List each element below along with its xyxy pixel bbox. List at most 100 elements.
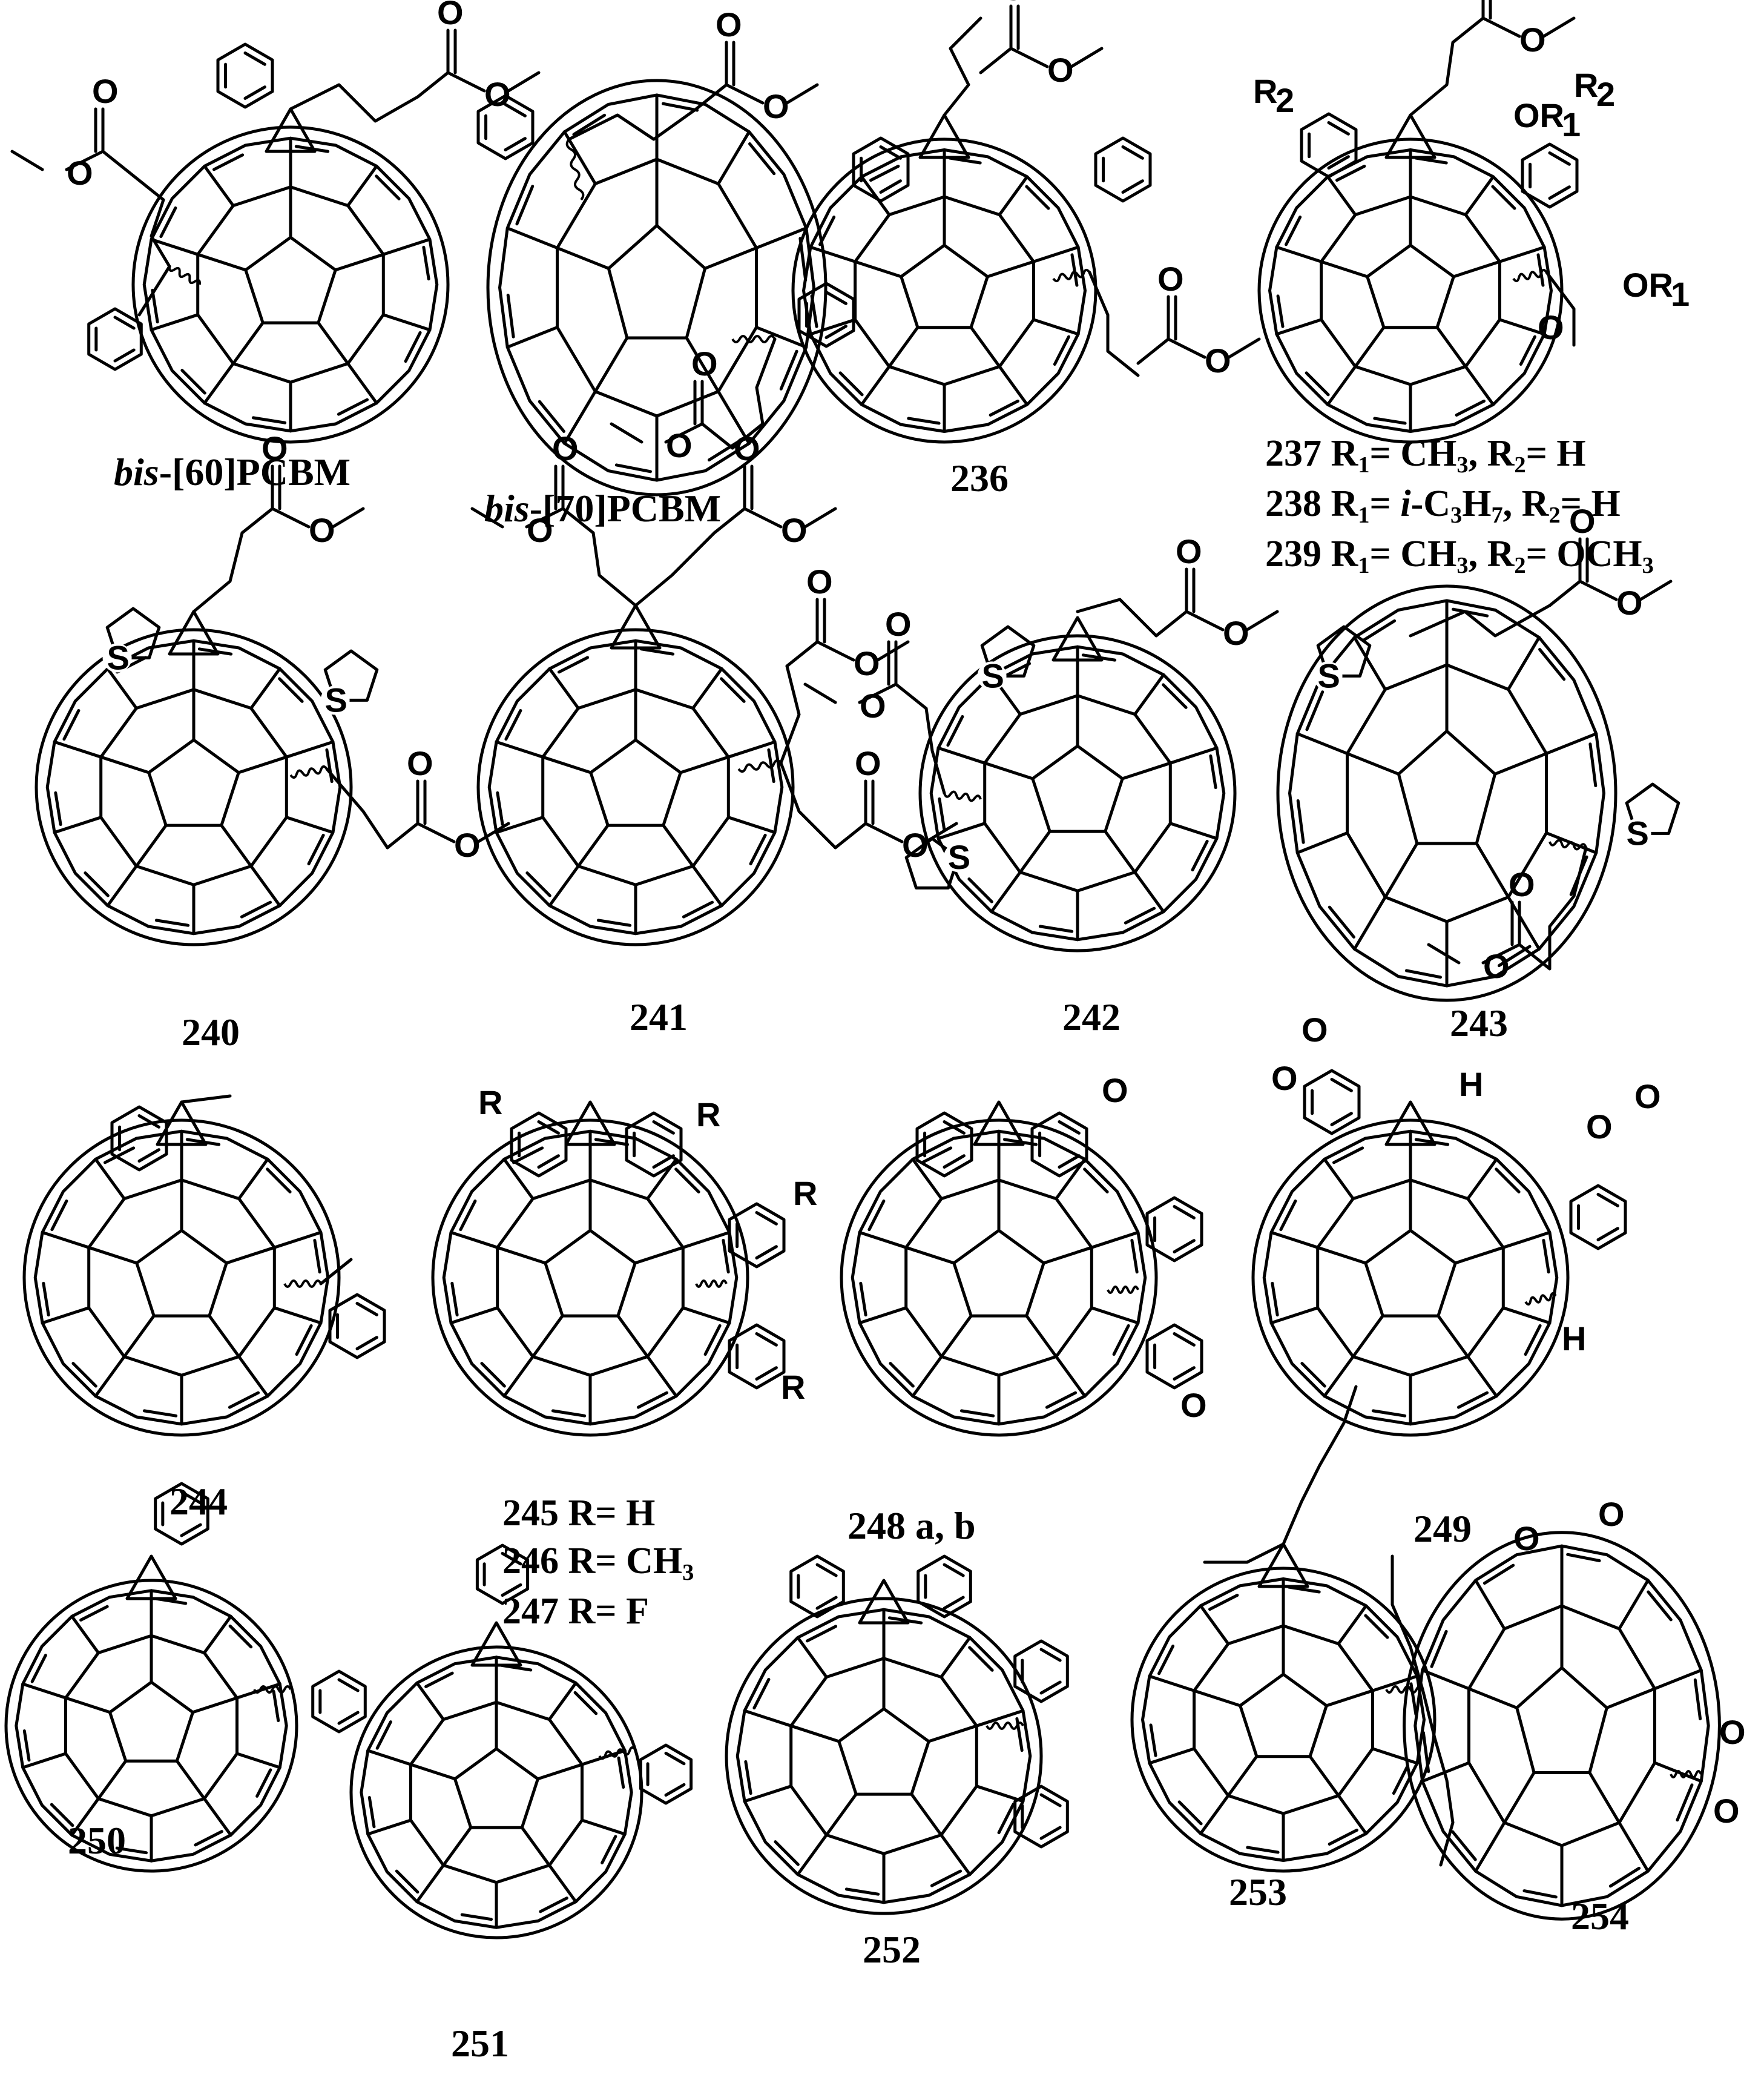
cage-double-bond — [572, 113, 607, 136]
cage-237 — [1257, 137, 1564, 444]
benzo-252-b — [917, 1554, 972, 1619]
cage-bond — [1466, 1355, 1498, 1398]
ester-bis60-top-co-single — [446, 71, 486, 93]
cage-236 — [791, 137, 1098, 444]
chain-241-d — [779, 761, 837, 850]
cage-outline — [1403, 1531, 1721, 1921]
thiophene-ring — [105, 607, 161, 659]
ring-double-bond — [337, 1678, 360, 1692]
cage-bond — [633, 1246, 685, 1265]
cage-bond — [175, 1759, 206, 1800]
chain-240-right — [325, 767, 389, 850]
cage-double-bond — [1177, 1800, 1203, 1826]
cp-237-top — [1384, 113, 1437, 159]
cage-central-pentagon — [1239, 1672, 1328, 1758]
wavy-243-right — [1548, 839, 1587, 851]
cage-bond — [496, 1246, 547, 1265]
cage-double-bond — [748, 142, 776, 176]
ring-double-bond — [1121, 145, 1144, 160]
ring-double-bond — [504, 137, 527, 151]
cage-double-bond — [1276, 294, 1285, 328]
ring-bonds — [1303, 1069, 1361, 1135]
cage-double-bond — [907, 417, 941, 425]
cage-bond — [691, 864, 723, 908]
cage-double-bond — [889, 1362, 915, 1388]
atom-237-r2-right-sub: 2 — [1596, 75, 1615, 113]
atom-237-r2-right: R — [1574, 66, 1598, 104]
cage-bond — [381, 313, 432, 332]
cage-double-bond — [459, 1199, 477, 1232]
cage-double-bond — [313, 1238, 321, 1274]
thiophene-243-top — [1313, 625, 1372, 691]
ester-bis70-right-co-single — [664, 422, 704, 444]
cage-bond — [237, 755, 288, 774]
cage-double-bond — [1045, 1391, 1078, 1409]
cage-bond — [681, 1230, 731, 1249]
methyl-244-top — [180, 1094, 232, 1104]
sulfur-bg — [1622, 819, 1651, 848]
cage-243 — [1276, 584, 1618, 1002]
label-242: 242 — [1062, 995, 1121, 1038]
cage-bond — [1193, 1689, 1242, 1708]
cage-double-bond — [42, 1281, 50, 1317]
cage-double-bond — [997, 1802, 1015, 1835]
cyclopropane-ring — [156, 1100, 208, 1146]
cage-bond — [1545, 732, 1598, 755]
cage-bond — [1025, 1314, 1058, 1358]
cage-double-bond — [515, 185, 535, 226]
cage-bond — [1351, 1314, 1384, 1358]
cage-bond — [860, 365, 891, 406]
cage-bond — [858, 1306, 908, 1325]
aryl-248-b — [1030, 1111, 1088, 1178]
cage-double-bond — [115, 1846, 148, 1855]
cage-bond — [505, 226, 559, 249]
chain-bis70-top — [567, 107, 698, 141]
ester-bis70-top-ome — [785, 83, 819, 105]
cage-double-bond — [194, 1830, 223, 1847]
ester-243-top-ome — [1639, 579, 1673, 601]
cage-double-bond — [636, 1391, 669, 1409]
cage-double-bond — [151, 288, 159, 324]
ring-double-bond — [501, 1583, 522, 1597]
cage-bond — [975, 1709, 1025, 1728]
cage-bond — [1493, 751, 1548, 776]
cage-double-bond — [551, 1409, 587, 1418]
hexyl-253-right — [1421, 1688, 1455, 1867]
cage-double-bond — [707, 439, 742, 462]
cage-double-bond — [1070, 253, 1079, 287]
label-bis60-prefix: bis — [114, 451, 159, 494]
cage-bis70 — [486, 79, 828, 497]
cage-bond — [237, 1355, 269, 1398]
cage-double-bond — [1112, 1324, 1130, 1356]
cp-241-top — [610, 604, 662, 650]
cage-bond — [70, 1797, 100, 1837]
cage-bond — [726, 816, 777, 834]
cage-double-bond — [1130, 1238, 1139, 1274]
cage-bond — [1383, 842, 1419, 899]
cage-bond — [940, 1314, 973, 1358]
atom-237-or1-top: OR — [1513, 96, 1564, 134]
cage-outline — [1251, 1118, 1570, 1437]
cage-bond — [809, 245, 857, 263]
atom-237-r2-left: R — [1253, 72, 1277, 110]
cage-double-bond — [779, 349, 798, 391]
ring-double-bond — [1121, 179, 1144, 194]
ring-bonds — [1521, 142, 1579, 209]
ester-240-right-co-single — [416, 822, 456, 843]
cage-double-bond — [103, 1146, 136, 1164]
cage-bond — [1090, 1230, 1140, 1249]
ester-242-top-ome — [1245, 610, 1279, 632]
cage-double-bond — [989, 399, 1019, 417]
cage-double-bond — [404, 331, 422, 363]
ester-bis70-top-o-carbonyl: O — [716, 5, 742, 44]
chain-bis70-right — [731, 337, 777, 450]
cage-bond — [249, 864, 281, 908]
ester-242-left-o-carbonyl: O — [885, 605, 912, 643]
ring-bonds — [917, 1554, 972, 1619]
atom-254-o-a: O — [1513, 1519, 1540, 1557]
cage-bond — [1464, 365, 1495, 406]
cage-bond — [646, 1355, 678, 1398]
cp-253-top — [1257, 1542, 1309, 1588]
cage-double-bond — [1409, 1682, 1418, 1716]
propyl-253-top — [1203, 1542, 1285, 1564]
